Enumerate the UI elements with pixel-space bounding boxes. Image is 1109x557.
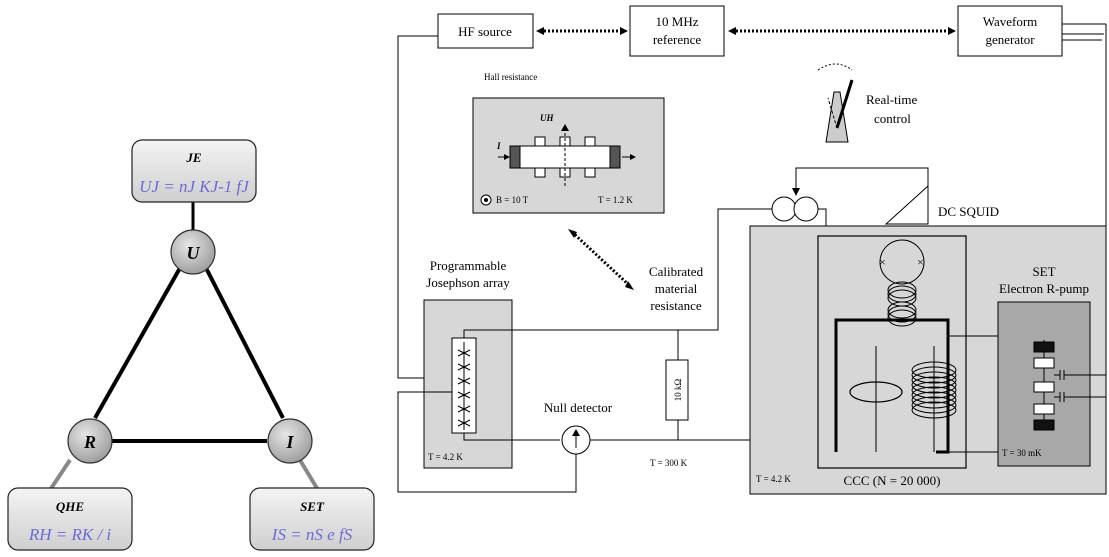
edge-u-i bbox=[204, 267, 285, 419]
set-box bbox=[249, 487, 375, 551]
qhe-title: QHE bbox=[56, 499, 85, 514]
je-title: JE bbox=[185, 150, 202, 165]
hall-i-label: I bbox=[496, 141, 501, 151]
null-detector-wire bbox=[397, 391, 577, 493]
pja-bottom-wire bbox=[463, 433, 560, 441]
josephson-junctions bbox=[457, 342, 471, 430]
set-panel-label-1: SET bbox=[1032, 264, 1055, 279]
metronome-icon bbox=[817, 63, 854, 143]
reference-label-1: 10 MHz bbox=[656, 14, 699, 29]
calib-wire bbox=[677, 208, 772, 360]
pja-top-wire bbox=[463, 329, 678, 338]
je-equation: UJ = nJ KJ-1 fJ bbox=[139, 177, 250, 196]
null-detector-label: Null detector bbox=[544, 400, 613, 415]
transformer-coil-right bbox=[793, 196, 819, 222]
calibrated-label-1: Calibrated bbox=[649, 264, 704, 279]
node-u-label: U bbox=[187, 243, 201, 263]
resistor-10k bbox=[665, 359, 689, 421]
realtime-label-2: control bbox=[874, 111, 911, 126]
dc-squid-icon bbox=[884, 184, 929, 225]
pja-label-1: Programmable bbox=[430, 258, 507, 273]
qhe-box bbox=[7, 487, 133, 551]
hall-calib-link bbox=[570, 230, 632, 288]
pja-temp-label: T = 4.2 K bbox=[428, 452, 463, 462]
je-box bbox=[131, 139, 257, 203]
hall-bar bbox=[480, 124, 636, 206]
set-equation: IS = nS e fS bbox=[271, 525, 353, 544]
ccc-single-winding bbox=[849, 381, 903, 403]
squid-loop bbox=[879, 239, 925, 285]
edge-u-r bbox=[93, 267, 182, 419]
set-connector bbox=[298, 458, 320, 492]
set-temp-label: T = 30 mK bbox=[1002, 448, 1042, 458]
metrology-triangle: JE UJ = nJ KJ-1 fJ QHE RH = RK / i SET I… bbox=[7, 139, 375, 551]
node-r-label: R bbox=[83, 432, 96, 452]
room-temp-label: T = 300 K bbox=[650, 458, 688, 468]
hall-b-label: B = 10 T bbox=[496, 195, 529, 205]
svg-text:×: × bbox=[917, 255, 924, 269]
coupling-coils bbox=[887, 281, 917, 327]
dc-squid-label: DC SQUID bbox=[938, 204, 999, 219]
hf-source-label: HF source bbox=[458, 24, 512, 39]
squid-feedback-wire bbox=[795, 167, 929, 206]
realtime-label-1: Real-time bbox=[866, 92, 917, 107]
qhe-equation: RH = RK / i bbox=[28, 525, 112, 544]
node-r bbox=[67, 418, 113, 464]
waveform-generator-box bbox=[957, 5, 1063, 57]
hall-uh-label: UH bbox=[540, 113, 554, 123]
ccc-label: CCC (N = 20 000) bbox=[844, 473, 941, 488]
reference-box bbox=[629, 5, 725, 57]
waveform-label-1: Waveform bbox=[983, 14, 1038, 29]
node-i bbox=[267, 418, 313, 464]
set-title: SET bbox=[300, 499, 325, 514]
set-panel-label-2: Electron R-pump bbox=[999, 281, 1089, 296]
calibrated-label-3: resistance bbox=[650, 298, 701, 313]
calibrated-label-2: material bbox=[655, 281, 698, 296]
waveform-label-2: generator bbox=[985, 32, 1035, 47]
reference-label-2: reference bbox=[653, 32, 702, 47]
svg-text:×: × bbox=[879, 255, 886, 269]
ccc-multi-winding bbox=[911, 361, 957, 419]
node-i-label: I bbox=[285, 432, 294, 452]
hall-t-label: T = 1.2 K bbox=[598, 195, 633, 205]
transformer-coil-left bbox=[771, 196, 797, 222]
resistor-label: 10 kΩ bbox=[673, 378, 683, 401]
cryostat-temp-label: T = 4.2 K bbox=[756, 474, 791, 484]
hall-resistance-label: Hall resistance bbox=[484, 72, 537, 82]
hf-source-box bbox=[437, 13, 534, 49]
ccc-box bbox=[817, 235, 967, 469]
qhe-connector bbox=[48, 458, 72, 492]
circuit-labels: HF source 10 MHz reference Waveform gene… bbox=[426, 14, 1089, 488]
pja-label-2: Josephson array bbox=[426, 275, 510, 290]
node-u bbox=[170, 229, 216, 275]
circuit: × × bbox=[397, 5, 1107, 495]
set-pump-chain bbox=[1033, 340, 1106, 431]
